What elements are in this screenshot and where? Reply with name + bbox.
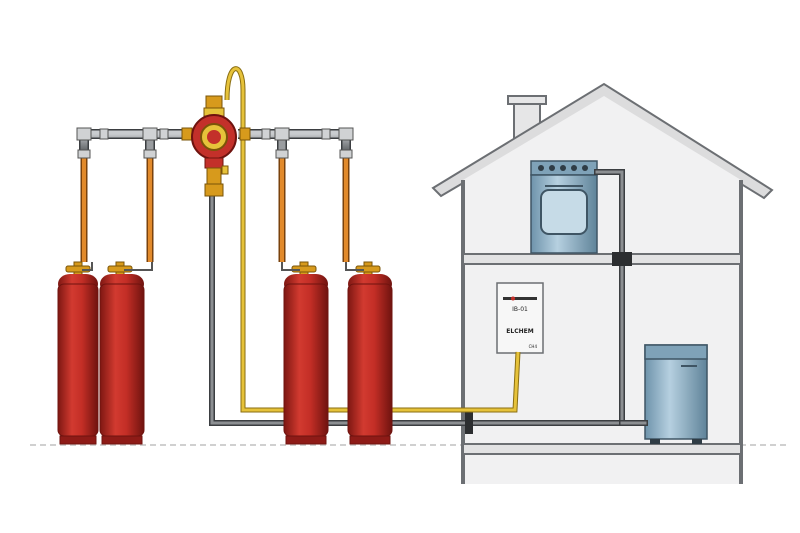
gas-cylinder-icon: [99, 261, 153, 445]
flexible-hoses: [77, 149, 353, 262]
detector-model-label: IB-01: [512, 306, 528, 313]
gas-main-pipe: [209, 169, 648, 434]
boiler-icon: [644, 344, 708, 444]
pressure-regulator-icon: [191, 95, 237, 197]
gas-stove-icon: [530, 160, 598, 254]
manifold-pipes: [76, 127, 354, 152]
gas-cylinder-icon: [281, 261, 329, 445]
detector-brand-label: ELCHEM: [506, 328, 533, 335]
detector-small-label: CH4: [529, 344, 538, 349]
signal-cable: [224, 66, 521, 413]
gas-detector-icon: IB-01 ELCHEM CH4: [496, 282, 544, 354]
gas-cylinder-icon: [57, 261, 99, 445]
gas-cylinders: [57, 261, 393, 445]
gas-cylinder-icon: [345, 261, 393, 445]
